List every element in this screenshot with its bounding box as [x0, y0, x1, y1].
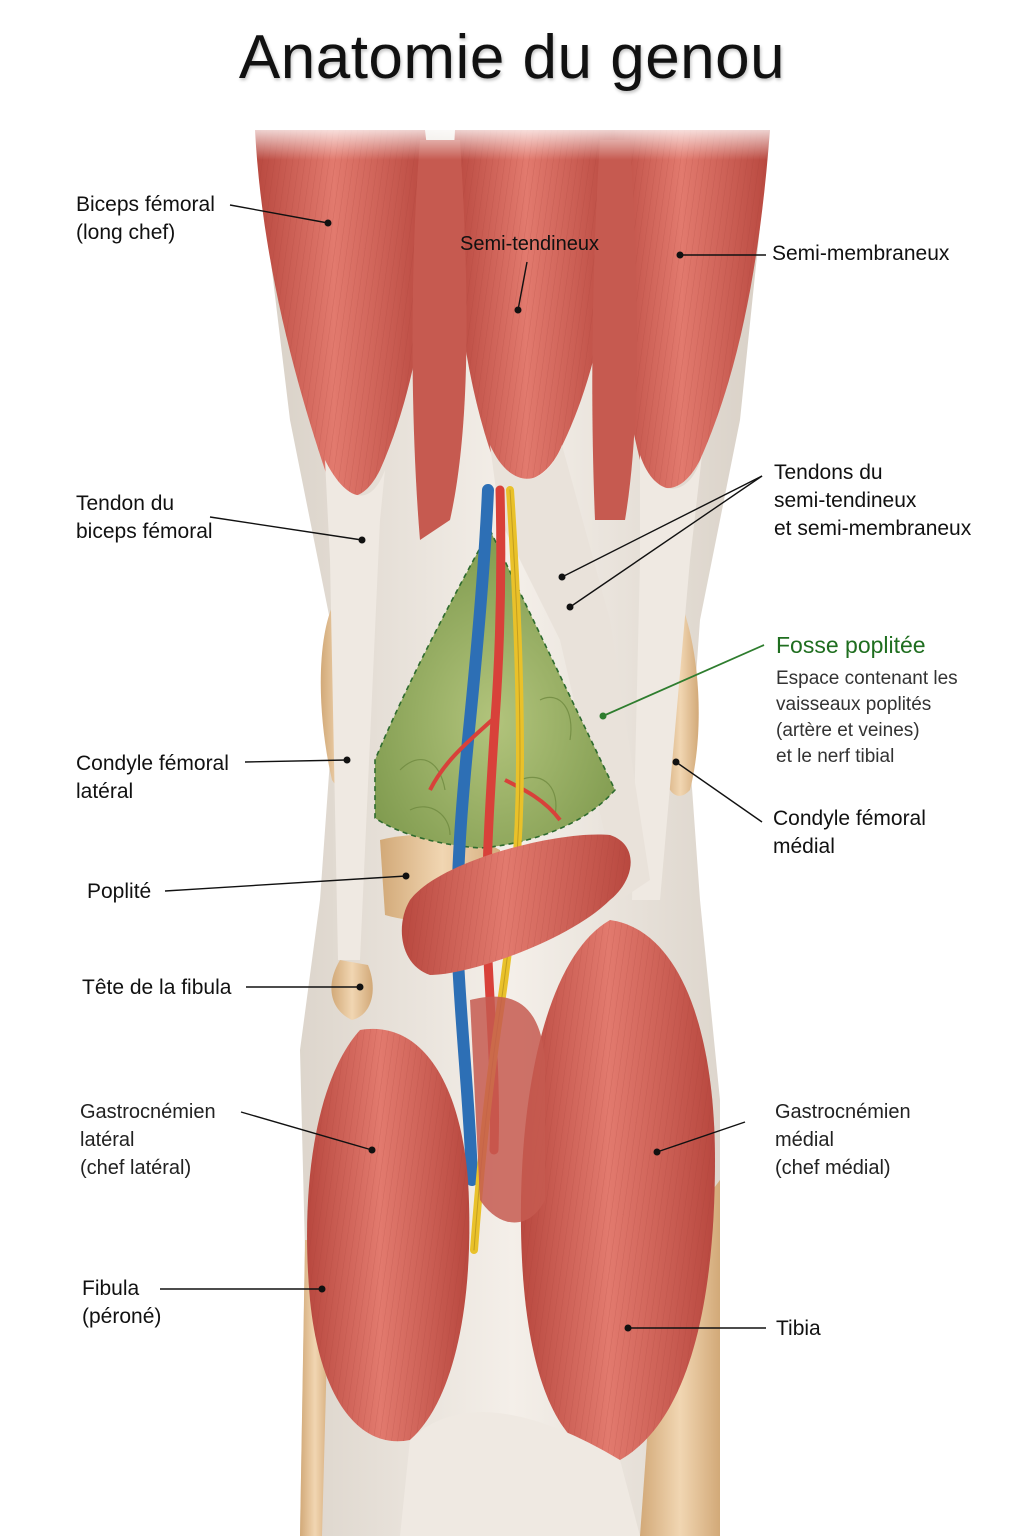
label-fibula-head: Tête de la fibula — [82, 976, 232, 999]
label-line: (chef latéral) — [80, 1157, 192, 1179]
label-lateral-gastrocnemius: Gastrocnémien latéral (chef latéral) — [80, 1098, 216, 1182]
achilles-fascia — [400, 1412, 640, 1536]
popliteus-muscle — [401, 834, 631, 975]
label-line: latéral — [76, 780, 134, 803]
label-lateral-femoral-condyle: Condyle fémoral latéral — [76, 750, 229, 806]
label-biceps-tendon: Tendon du biceps fémoral — [76, 490, 213, 546]
artery-branch-left — [428, 718, 494, 791]
label-popliteal-fossa-title: Fosse poplitée — [776, 632, 926, 658]
label-semitendinosus: Semi-tendineux — [460, 233, 599, 255]
label-line: vaisseaux poplités — [776, 694, 932, 715]
label-line: Gastrocnémien — [775, 1101, 911, 1123]
label-medial-gastrocnemius: Gastrocnémien médial (chef médial) — [775, 1098, 911, 1182]
label-biceps-femoris-long: Biceps fémoral (long chef) — [76, 191, 215, 247]
page-title: Anatomie du genou — [238, 23, 786, 92]
label-fibula: Fibula (péroné) — [82, 1275, 161, 1331]
label-medial-femoral-condyle: Condyle fémoral médial — [773, 805, 926, 861]
label-line: semi-tendineux — [774, 489, 917, 512]
label-line: et semi-membraneux — [774, 517, 972, 540]
label-popliteal-fossa-desc: Espace contenant les vaisseaux poplités … — [776, 666, 958, 770]
label-popliteus: Poplité — [87, 880, 152, 903]
label-semimembranosus: Semi-membraneux — [772, 242, 950, 265]
deep-thigh-muscle — [412, 140, 637, 540]
label-line: (chef médial) — [775, 1157, 891, 1179]
label-line: (péroné) — [82, 1305, 162, 1328]
label-line: (artère et veines) — [776, 720, 920, 741]
label-line: Tendons du — [774, 461, 883, 484]
label-line: médial — [775, 1129, 834, 1151]
fibula-head-bone — [331, 960, 373, 1020]
label-line: Biceps fémoral — [76, 193, 215, 216]
fossa-fat-lobules — [399, 696, 572, 836]
label-line: (long chef) — [76, 221, 176, 244]
artery-branch-right — [504, 778, 562, 822]
medial-gastrocnemius-muscle — [520, 920, 715, 1460]
semimembranosus-muscle — [608, 130, 770, 900]
lateral-gastrocnemius-muscle — [307, 1028, 470, 1442]
leader-lines — [160, 204, 766, 1332]
soleus-muscle — [470, 996, 545, 1223]
label-line: biceps fémoral — [76, 520, 213, 543]
label-tibia: Tibia — [776, 1317, 821, 1340]
label-line: et le nerf tibial — [776, 746, 895, 767]
label-line: Fibula — [82, 1277, 140, 1300]
label-line: Espace contenant les — [776, 668, 958, 689]
label-line: latéral — [80, 1129, 135, 1151]
label-line: médial — [773, 835, 835, 858]
label-line: Tendon du — [76, 492, 175, 515]
biceps-femoris-muscle — [255, 130, 430, 960]
label-semi-tendons: Tendons du semi-tendineux et semi-membra… — [774, 459, 971, 543]
label-line: Condyle fémoral — [773, 807, 926, 830]
popliteal-vein — [451, 484, 494, 1186]
label-line: Condyle fémoral — [76, 752, 229, 775]
label-line: Gastrocnémien — [80, 1101, 216, 1123]
